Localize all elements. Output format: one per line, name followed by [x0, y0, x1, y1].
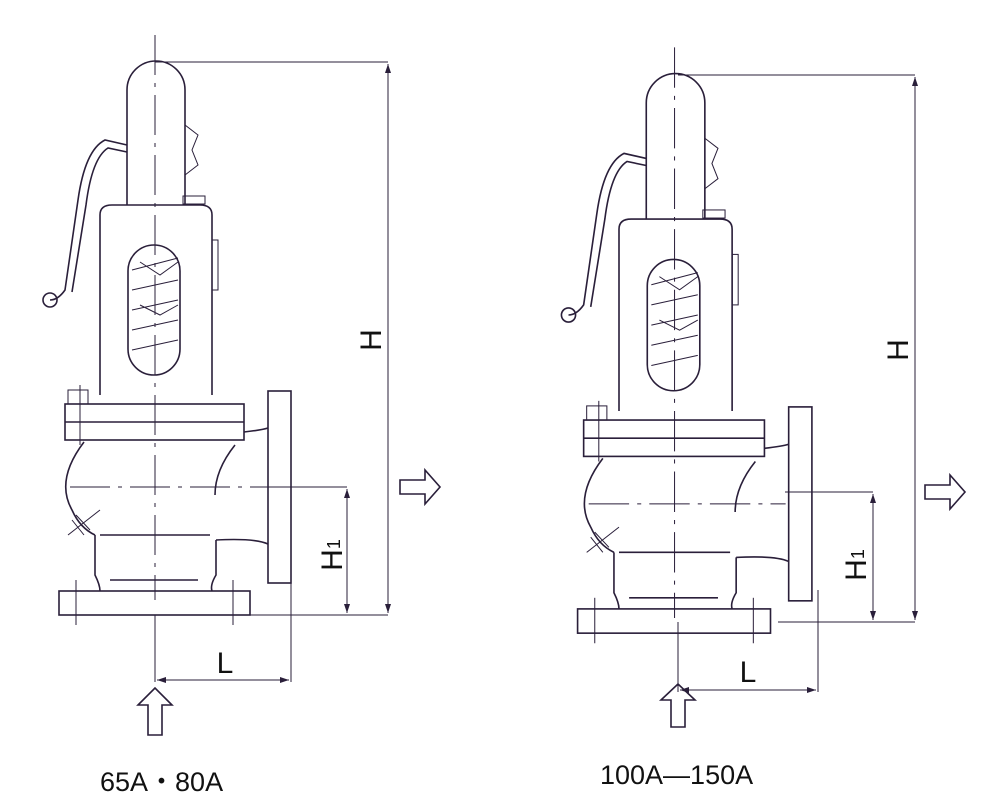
caption-100a-150a: 100A—150A: [600, 760, 754, 790]
inlet-arrow-icon: [658, 682, 698, 728]
valve-65a-80a: H H1 L: [42, 34, 442, 736]
inlet-height-label: H1: [316, 539, 349, 571]
valve-100a-150a: H H1 L: [560, 46, 967, 728]
inlet-arrow-icon: [136, 686, 174, 736]
outlet-arrow-icon: [399, 467, 442, 507]
inlet-height-label: H1: [840, 549, 873, 581]
caption-65a-80a: 65A・80A: [100, 767, 224, 797]
height-label: H: [355, 329, 388, 351]
outlet-arrow-icon: [924, 472, 967, 512]
height-label: H: [882, 339, 915, 361]
length-label: L: [217, 647, 234, 680]
length-label: L: [740, 656, 757, 689]
